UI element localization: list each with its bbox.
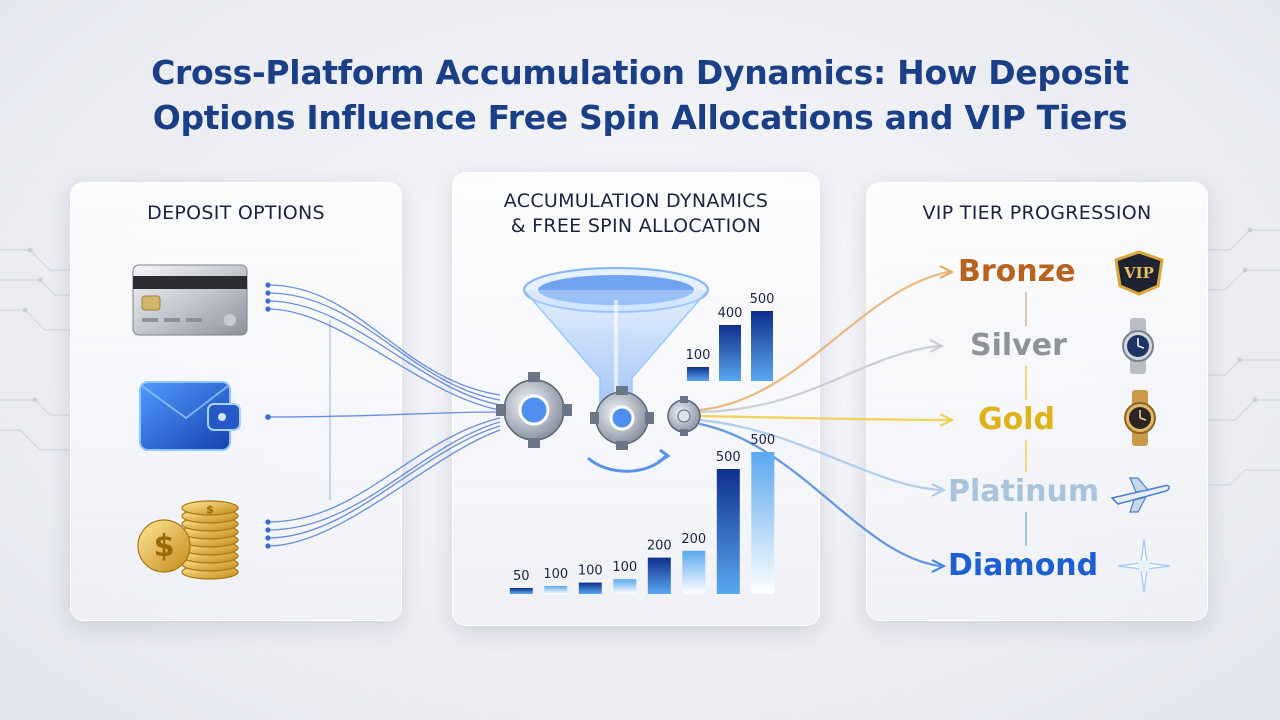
chart-2-bar-2 [544,586,568,594]
airplane-icon [1110,477,1170,513]
title-line-1: Cross-Platform Accumulation Dynamics: Ho… [151,53,1129,92]
chart-1-bar-3 [751,311,773,381]
chart-2-label-1: 50 [513,569,530,584]
funnel-gears-icon [496,267,709,473]
chart-2-label-3: 100 [578,564,603,579]
vip-badge-icon: VIP [1114,250,1164,296]
accumulation-title-line-1: ACCUMULATION DYNAMICS [503,190,769,212]
chart-2-label-8: 500 [750,433,775,448]
wallet-icon [139,381,241,451]
title-line-2: Options Influence Free Spin Allocations … [152,98,1128,137]
chart-1-label-2: 400 [718,306,743,321]
chart-2-label-6: 200 [681,532,706,547]
silver-watch-icon [1122,318,1154,374]
chart-2-bar-3 [578,582,602,594]
svg-text:$: $ [154,529,175,564]
chart-1-label-3: 500 [750,292,775,307]
accumulation-title-line-2: & FREE SPIN ALLOCATION [510,215,762,237]
gold-watch-icon [1124,390,1156,446]
chart-1-bar-1 [687,367,709,381]
sparkle-icon [1117,539,1171,593]
tier-diamond: Diamond [948,548,1099,583]
chart-2-label-2: 100 [543,567,568,582]
chart-1-label-1: 100 [686,348,711,363]
tier-silver: Silver [970,328,1067,363]
tier-bronze: Bronze [958,254,1076,289]
chart-2-bar-7 [716,469,740,594]
chart-2-bar-1 [509,588,533,594]
chart-2-bar-8 [751,452,775,594]
vip-tier-title: VIP TIER PROGRESSION [922,202,1152,224]
vip-badge-text: VIP [1123,264,1154,282]
page-title: Cross-Platform Accumulation Dynamics: Ho… [0,50,1280,140]
chart-2-bar-4 [613,579,637,594]
svg-text:$: $ [206,503,214,516]
chart-2-label-4: 100 [612,560,637,575]
chart-2-bar-6 [682,550,706,594]
chart-2-bar-5 [647,557,671,594]
deposit-options-title: DEPOSIT OPTIONS [147,202,325,224]
credit-card-icon [132,264,248,336]
chart-2-label-5: 200 [647,539,672,554]
accumulation-title: ACCUMULATION DYNAMICS & FREE SPIN ALLOCA… [453,189,819,239]
tier-platinum: Platinum [948,474,1100,509]
gold-coins-icon: $ $ [137,500,239,580]
tier-gold: Gold [978,402,1055,437]
chart-1-bar-2 [719,325,741,381]
chart-2-label-7: 500 [716,450,741,465]
